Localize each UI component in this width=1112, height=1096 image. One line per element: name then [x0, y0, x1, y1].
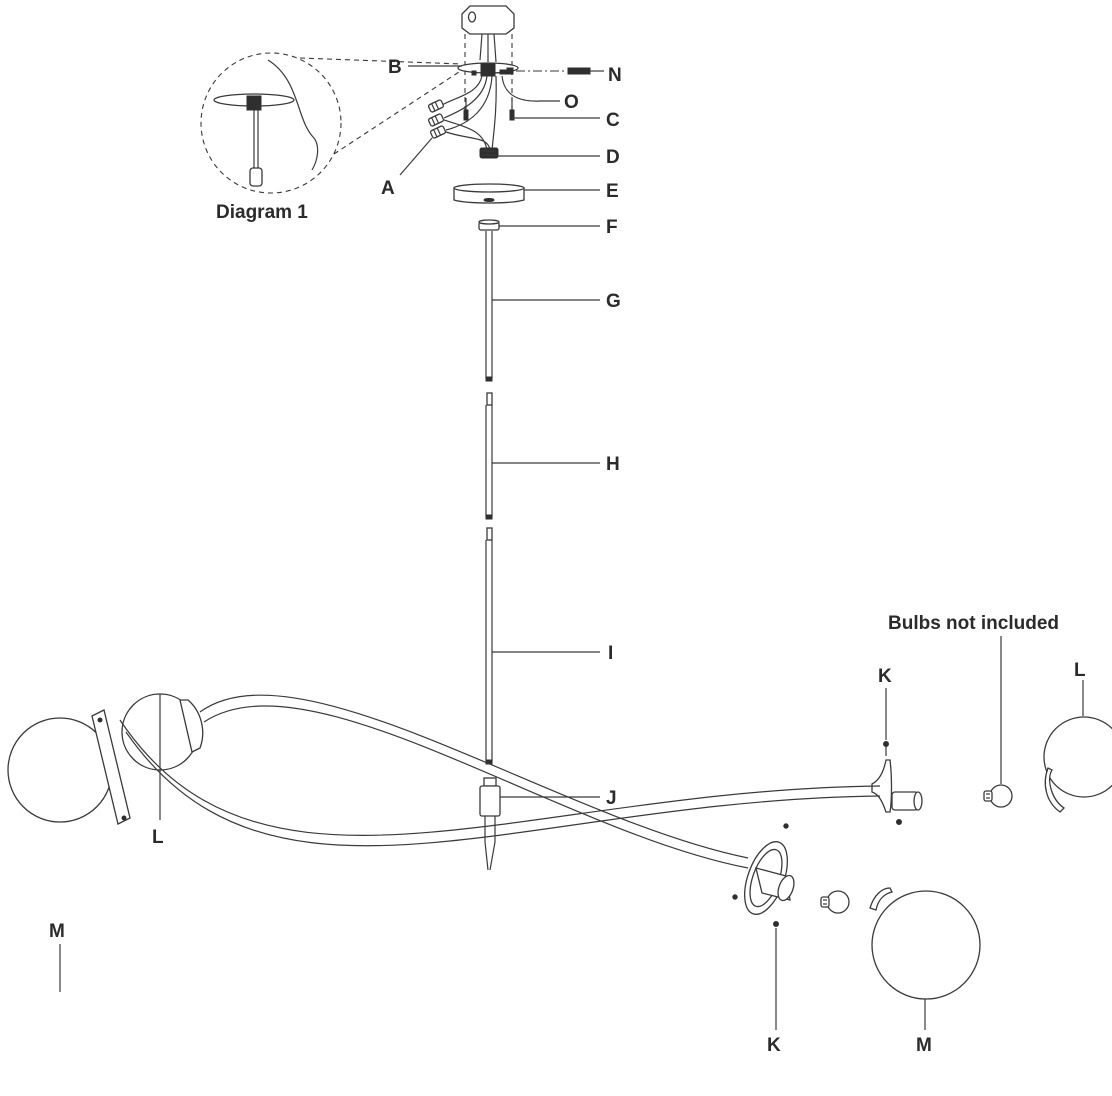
set-screw — [121, 815, 127, 821]
socket-cup-right — [871, 759, 923, 813]
wire-nuts — [427, 99, 447, 139]
label-m-left: M — [49, 921, 65, 942]
hickey-nut — [479, 147, 499, 159]
label-e: E — [606, 181, 619, 202]
label-l-right: L — [1074, 660, 1086, 681]
canopy-collar — [478, 219, 500, 231]
junction-box — [461, 5, 515, 110]
label-f: F — [606, 217, 618, 238]
globe-l-right — [1043, 716, 1112, 813]
rod-i — [485, 527, 493, 765]
rod-h — [485, 392, 493, 520]
label-n: N — [608, 65, 622, 86]
arm-lower-bottom-edge — [125, 731, 881, 847]
label-o: O — [564, 92, 579, 113]
label-h: H — [606, 454, 620, 475]
mounting-plate — [457, 62, 519, 77]
set-screw — [732, 894, 738, 900]
arm-upper-bottom-edge — [203, 705, 749, 869]
arm-lower-top-edge — [119, 719, 881, 836]
socket-cup-middle — [744, 841, 795, 915]
bulbs-note: Bulbs not included — [888, 613, 1059, 634]
label-k-top: K — [878, 666, 892, 687]
set-screw — [783, 823, 789, 829]
label-g: G — [606, 291, 621, 312]
set-screw — [773, 921, 779, 927]
label-m-right: M — [916, 1035, 932, 1056]
callout-lines — [59, 65, 1084, 1030]
center-hub — [479, 777, 501, 871]
label-b: B — [388, 57, 402, 78]
ground-screw — [516, 67, 591, 75]
label-k-bottom: K — [767, 1035, 781, 1056]
arms — [119, 694, 881, 869]
canopy — [453, 183, 525, 204]
bulb-middle — [820, 890, 850, 914]
label-i: I — [608, 643, 613, 664]
diagram-1-inset — [200, 52, 463, 194]
mounting-screws — [463, 98, 515, 121]
diagram-1-caption: Diagram 1 — [216, 202, 308, 223]
wires — [439, 75, 497, 151]
set-screw — [97, 717, 103, 723]
arm-upper-top-edge — [199, 694, 749, 859]
globe-m-right — [869, 887, 981, 1000]
set-screw-k-top — [883, 741, 889, 756]
rod-g — [485, 231, 493, 382]
label-c: C — [606, 110, 620, 131]
globe-m-left-cup — [91, 709, 131, 825]
label-j: J — [606, 788, 617, 809]
globe-l-left — [121, 693, 204, 771]
label-d: D — [606, 147, 620, 168]
label-l-left: L — [152, 827, 164, 848]
label-a: A — [381, 178, 395, 199]
bulb-right — [983, 784, 1013, 808]
set-screw — [896, 819, 902, 825]
